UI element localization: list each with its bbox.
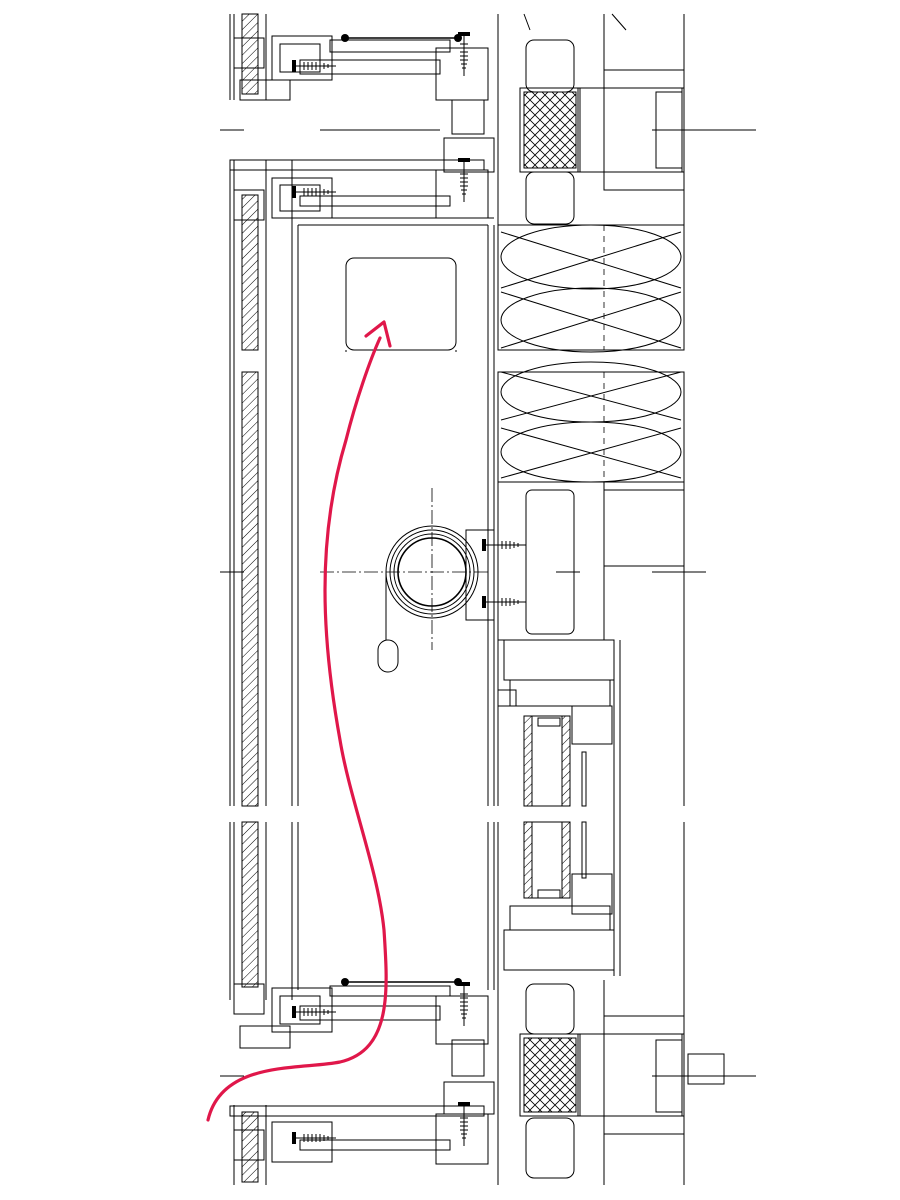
vent-glazing-unit bbox=[497, 639, 621, 976]
insulation-batt-icon bbox=[497, 224, 685, 483]
transom-upper bbox=[229, 99, 495, 221]
round-duct-icon bbox=[320, 488, 527, 673]
grid-lines bbox=[220, 13, 756, 1077]
transom-bottom bbox=[229, 978, 495, 1165]
mullion-frame bbox=[497, 14, 725, 1185]
cavity-lines bbox=[291, 160, 495, 1000]
transom-top bbox=[233, 31, 489, 101]
airflow-arrow-icon bbox=[206, 320, 392, 1122]
